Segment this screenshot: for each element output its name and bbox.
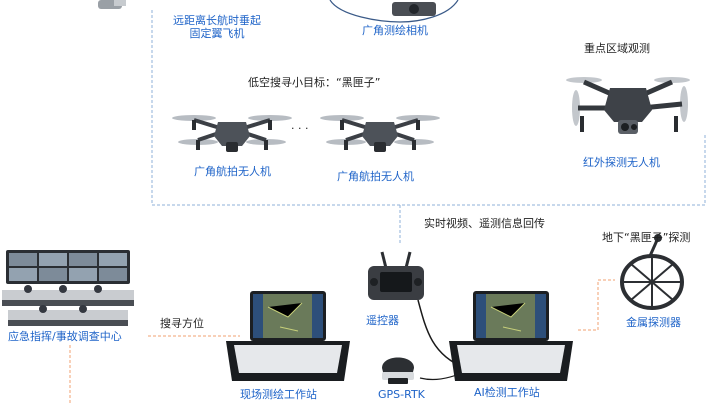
realtime-video-telemetry-label: 实时视频、遥测信息回传	[424, 217, 545, 230]
field-mapping-workstation-label: 现场测绘工作站	[240, 388, 317, 401]
remote-controller-label: 遥控器	[366, 314, 399, 327]
metal-detector-label: 金属探测器	[626, 316, 681, 329]
wide-angle-drone-label-2: 广角航拍无人机	[337, 170, 414, 183]
long-range-vtol-label: 远距离长航时垂起 固定翼飞机	[158, 14, 276, 40]
infrared-drone-label: 红外探测无人机	[583, 156, 660, 169]
gps-rtk-label: GPS-RTK	[378, 388, 425, 401]
wide-angle-drone-label-1: 广角航拍无人机	[194, 165, 271, 178]
underground-blackbox-detection-label: 地下“黑匣子”探测	[602, 231, 691, 244]
long-range-vtol-line-2: 固定翼飞机	[189, 27, 245, 40]
command-center-label: 应急指挥/事故调查中心	[8, 330, 122, 343]
mapping-camera-icon	[329, 0, 459, 23]
quadcopter-drone-icon-2	[320, 115, 440, 152]
search-bearing-label: 搜寻方位	[160, 317, 204, 330]
remote-controller-icon	[368, 251, 424, 300]
connector-lines	[69, 10, 706, 403]
key-area-observation-label: 重点区域观测	[584, 42, 650, 55]
ai-detection-workstation-label: AI检测工作站	[474, 386, 540, 399]
wide-angle-mapping-camera-label: 广角测绘相机	[362, 24, 428, 37]
long-range-vtol-line-1: 远距离长航时垂起	[173, 14, 261, 27]
monitoring-center-icon	[2, 250, 134, 326]
metal-detector-icon	[620, 234, 684, 310]
drone-zone-boundary	[151, 10, 706, 206]
low-altitude-search-label: 低空搜寻小目标：“黑匣子”	[248, 76, 381, 89]
gps-rtk-receiver-icon	[382, 357, 414, 384]
fixed-wing-aircraft-icon	[98, 0, 126, 9]
laptop-icon-1	[226, 291, 350, 381]
detector-line	[578, 279, 615, 331]
ellipsis-label: · · ·	[291, 122, 309, 135]
quadcopter-drone-icon-1	[172, 115, 292, 152]
laptop-icon-2	[449, 291, 573, 381]
infrared-drone-icon	[566, 77, 690, 134]
